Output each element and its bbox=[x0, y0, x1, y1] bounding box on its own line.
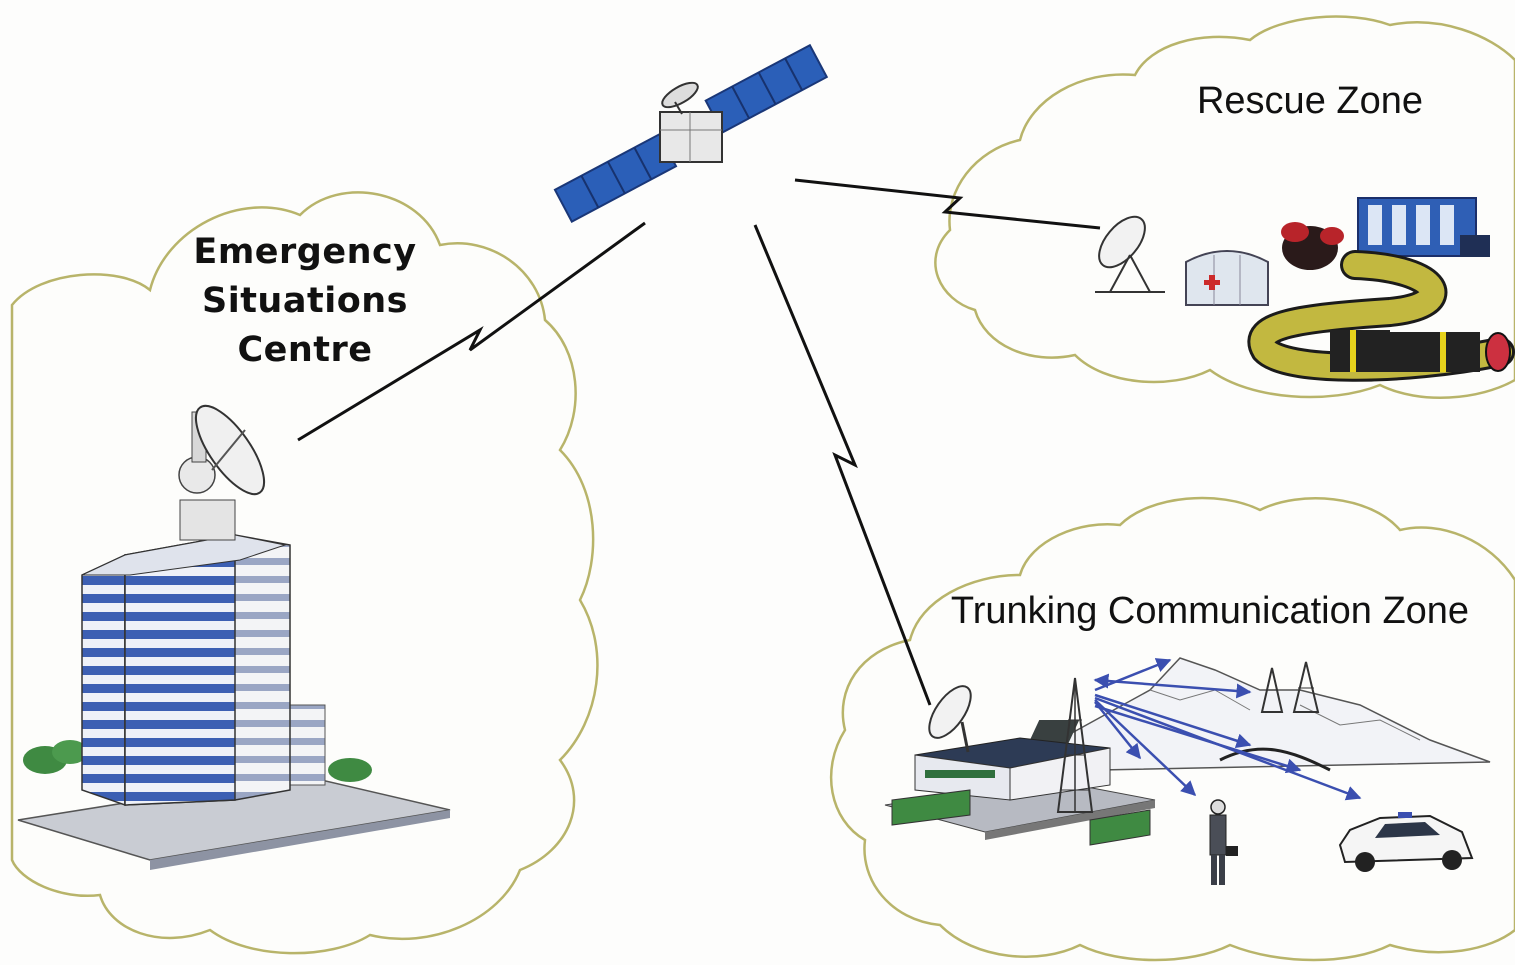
satellite-icon bbox=[553, 43, 829, 223]
link-centre-satellite bbox=[297, 221, 646, 442]
pipeline-icon bbox=[1247, 250, 1515, 382]
radio-tower-icon bbox=[1056, 677, 1094, 813]
emergency-centre-label-line-2: Situations bbox=[202, 281, 408, 321]
trunking-zone-label: Trunking Communication Zone bbox=[950, 590, 1470, 632]
link-satellite-rescue bbox=[794, 178, 1101, 230]
rescue-zone-label: Rescue Zone bbox=[1196, 80, 1423, 122]
emergency-centre-label-line-3: Centre bbox=[237, 330, 373, 370]
link-satellite-trunking bbox=[753, 224, 932, 706]
medical-tent-icon bbox=[1185, 250, 1269, 306]
rescue-dish-icon bbox=[1095, 215, 1165, 293]
oil-derrick-icon bbox=[1260, 661, 1320, 713]
radio-signal-arrows bbox=[1093, 658, 1362, 801]
office-building-icon bbox=[17, 411, 451, 870]
satellite-dish-icon bbox=[194, 404, 266, 496]
base-station-building-icon bbox=[884, 737, 1156, 846]
emergency-centre-label: Emergency Situations Centre bbox=[160, 228, 450, 375]
emergency-centre-label-line-1: Emergency bbox=[193, 232, 417, 272]
person-icon bbox=[1209, 799, 1238, 885]
police-car-icon bbox=[1338, 812, 1474, 872]
trunking-dish-icon bbox=[928, 685, 972, 753]
rescue-vehicles-icon bbox=[1281, 197, 1490, 270]
